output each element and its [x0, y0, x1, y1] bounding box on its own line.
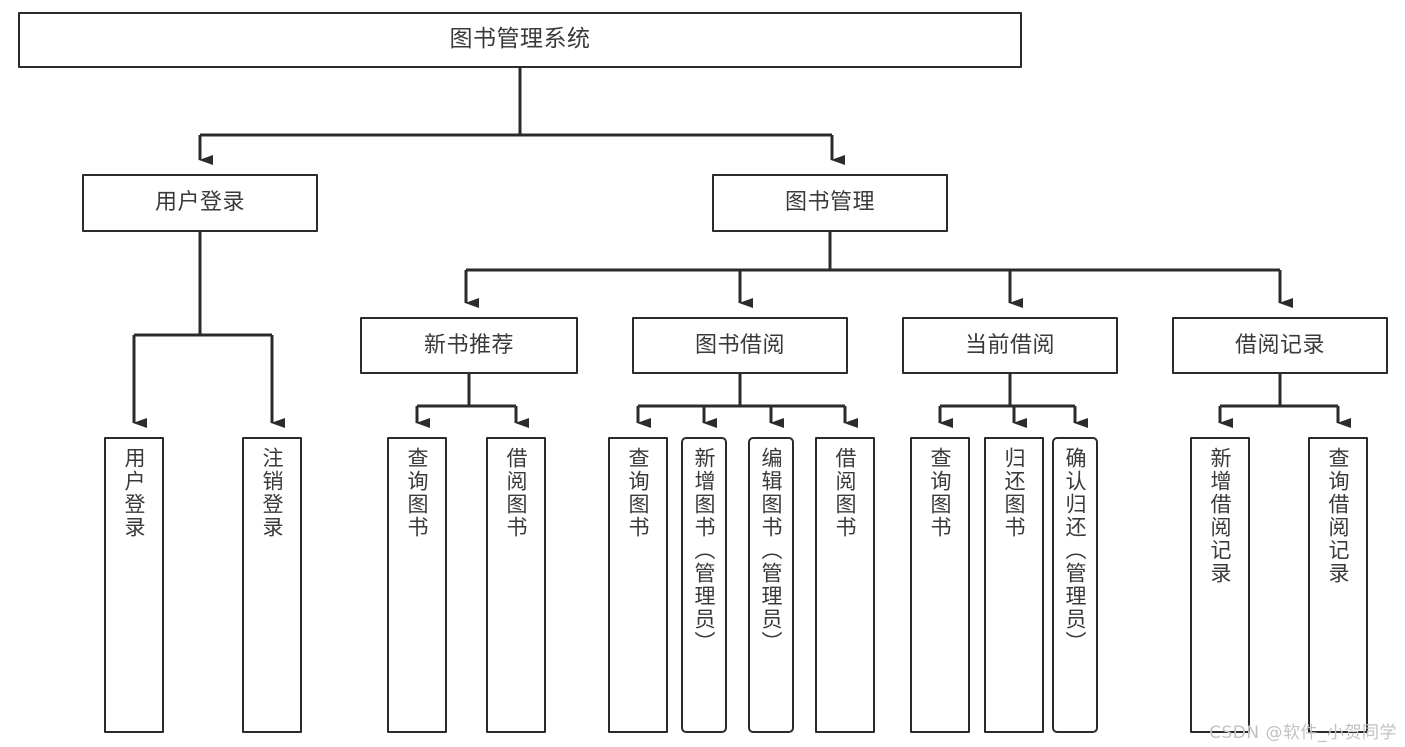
leaf-edit-book[interactable]: 编辑图书（管理员）: [748, 437, 794, 733]
node-root-label: 图书管理系统: [449, 26, 591, 53]
leaf-add-borrow-record[interactable]: 新增借阅记录: [1190, 437, 1250, 733]
leaf-query-borrow-record[interactable]: 查询借阅记录: [1308, 437, 1368, 733]
leaf-return-book-label: 归还图书: [1002, 447, 1027, 539]
leaf-borrow-book-1-label: 借阅图书: [504, 447, 529, 539]
leaf-query-book-2-label: 查询图书: [626, 447, 651, 539]
node-new-book-recommend-label: 新书推荐: [423, 332, 514, 358]
leaf-confirm-return-label: 确认归还（管理员）: [1063, 447, 1088, 654]
node-user-login[interactable]: 用户登录: [82, 174, 318, 232]
node-root[interactable]: 图书管理系统: [18, 12, 1022, 68]
leaf-user-login-label: 用户登录: [122, 447, 147, 539]
leaf-query-book-1-label: 查询图书: [405, 447, 430, 539]
leaf-logout[interactable]: 注销登录: [242, 437, 302, 733]
leaf-return-book[interactable]: 归还图书: [984, 437, 1044, 733]
leaf-query-book-3-label: 查询图书: [928, 447, 953, 539]
node-book-management-label: 图书管理: [784, 190, 875, 216]
leaf-logout-label: 注销登录: [260, 447, 285, 539]
node-book-management[interactable]: 图书管理: [712, 174, 948, 232]
leaf-borrow-book-2-label: 借阅图书: [833, 447, 858, 539]
leaf-borrow-book-2[interactable]: 借阅图书: [815, 437, 875, 733]
node-book-borrow[interactable]: 图书借阅: [632, 317, 848, 374]
leaf-add-book[interactable]: 新增图书（管理员）: [681, 437, 727, 733]
leaf-borrow-book-1[interactable]: 借阅图书: [486, 437, 546, 733]
leaf-query-borrow-record-label: 查询借阅记录: [1326, 447, 1351, 585]
leaf-add-book-label: 新增图书（管理员）: [692, 447, 717, 654]
node-borrow-record[interactable]: 借阅记录: [1172, 317, 1388, 374]
leaf-confirm-return[interactable]: 确认归还（管理员）: [1052, 437, 1098, 733]
node-user-login-label: 用户登录: [154, 190, 245, 216]
node-new-book-recommend[interactable]: 新书推荐: [360, 317, 578, 374]
node-current-borrow-label: 当前借阅: [964, 332, 1055, 358]
node-current-borrow[interactable]: 当前借阅: [902, 317, 1118, 374]
leaf-edit-book-label: 编辑图书（管理员）: [759, 447, 784, 654]
leaf-user-login[interactable]: 用户登录: [104, 437, 164, 733]
leaf-add-borrow-record-label: 新增借阅记录: [1208, 447, 1233, 585]
watermark: CSDN @软件_小贺同学: [1209, 723, 1397, 743]
leaf-query-book-1[interactable]: 查询图书: [387, 437, 447, 733]
leaf-query-book-2[interactable]: 查询图书: [608, 437, 668, 733]
leaf-query-book-3[interactable]: 查询图书: [910, 437, 970, 733]
node-book-borrow-label: 图书借阅: [694, 332, 785, 358]
node-borrow-record-label: 借阅记录: [1234, 332, 1325, 358]
